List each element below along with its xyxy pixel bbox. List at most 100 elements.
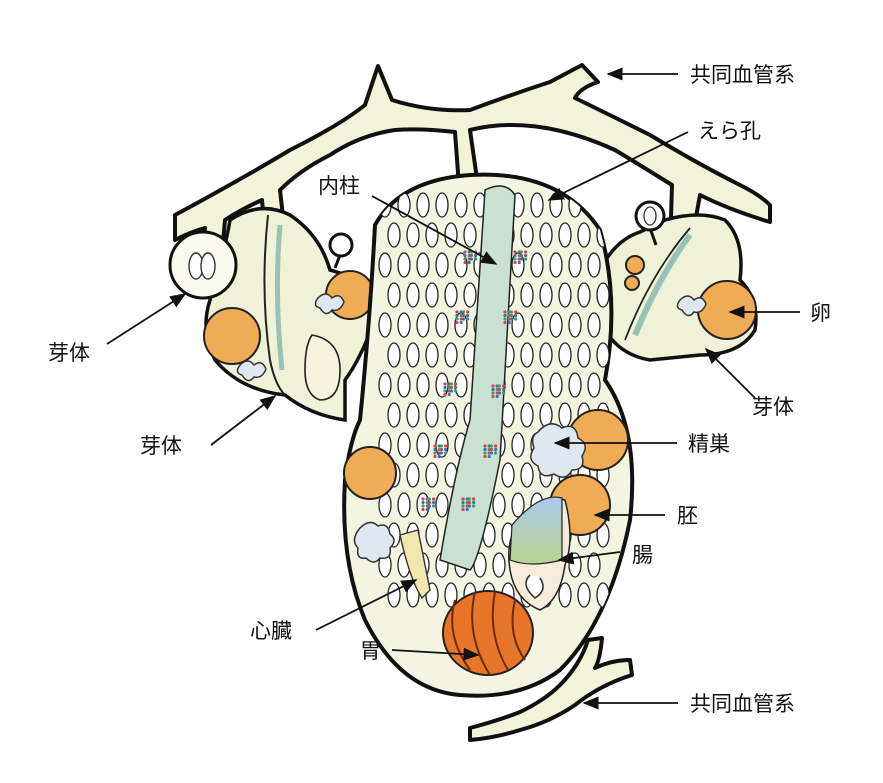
cell-dot (461, 313, 465, 318)
cell-dot (489, 447, 493, 452)
cell-dot (509, 317, 513, 321)
gill-slit (406, 282, 420, 308)
cell-dot (487, 447, 491, 452)
bud-left (203, 206, 377, 423)
gill-slit (425, 222, 439, 248)
cell-dot (465, 507, 469, 512)
cell-dot (425, 504, 429, 508)
gill-slit (587, 372, 601, 398)
gill-slit (577, 282, 591, 308)
cell-dot (483, 451, 487, 455)
label-common-vessel-top: 共同血管系 (690, 63, 795, 87)
gill-slit (406, 222, 420, 248)
gill-slit (435, 252, 449, 278)
cell-dot (502, 387, 506, 392)
cell-dot (421, 500, 425, 505)
cell-dot (461, 497, 465, 501)
cell-dot (509, 310, 513, 314)
gill-slit (577, 222, 591, 248)
gill-slit (425, 402, 439, 428)
gill-slit (587, 312, 601, 338)
gill-slit (520, 462, 534, 488)
gill-slit (387, 342, 401, 368)
cell-dot (467, 257, 471, 261)
cell-dot (514, 313, 518, 318)
gill-slit (596, 342, 610, 368)
cell-dot (449, 389, 453, 393)
cell-dot (459, 317, 463, 321)
gill-slit (397, 492, 411, 518)
cell-dot (495, 384, 499, 388)
cell-dot (466, 317, 470, 321)
cell-dot (427, 497, 431, 501)
cell-dot (467, 260, 471, 265)
cell-dot (517, 257, 521, 261)
cell-dot (474, 257, 478, 261)
cell-dot (483, 444, 487, 448)
cell-dot (465, 497, 469, 501)
cell-dot (519, 257, 524, 261)
cell-dot (466, 313, 470, 318)
cell-dot (461, 317, 465, 321)
gill-slit (558, 282, 572, 308)
endostyle (439, 185, 516, 571)
stomach-shape (442, 590, 534, 676)
cell-dot (487, 454, 491, 459)
cell-dot (513, 253, 517, 258)
cell-dot (513, 250, 517, 254)
cell-dot (455, 310, 459, 314)
cell-dot (444, 444, 448, 448)
cell-dot (466, 310, 470, 314)
gill-slit (387, 582, 401, 608)
gill-slit (596, 282, 610, 308)
gill-slit (520, 402, 534, 428)
gill-slit (492, 492, 506, 518)
gill-slit (511, 372, 525, 398)
cell-dot (469, 257, 473, 261)
cell-dot (443, 392, 447, 397)
cell-dot (517, 260, 521, 265)
gill-slit (454, 192, 468, 218)
cell-dot (507, 320, 511, 325)
gill-slit (378, 312, 392, 338)
cell-dot (524, 257, 528, 261)
small-bud-left-round (168, 230, 238, 300)
gill-slit (530, 312, 544, 338)
cell-dot (437, 454, 441, 459)
gill-slit (511, 492, 525, 518)
label-stomach: 胃 (360, 639, 381, 663)
bud-right (598, 213, 758, 362)
gill-slit (435, 492, 449, 518)
cell-dot (491, 391, 495, 395)
cell-dot (461, 310, 465, 314)
cell-dot (524, 250, 528, 254)
cell-dot (444, 451, 448, 455)
cell-dot (447, 389, 451, 393)
cell-dot (489, 444, 493, 448)
gill-slit (444, 402, 458, 428)
cell-dot (465, 504, 469, 508)
gill-slit (425, 282, 439, 308)
cell-dot (433, 444, 437, 448)
gill-slit (558, 582, 572, 608)
cell-dot (469, 253, 473, 258)
cell-dot (455, 317, 459, 321)
cell-dot (494, 451, 498, 455)
label-gill-slit: えら孔 (698, 119, 761, 143)
cell-dot (461, 504, 465, 508)
gill-slit (549, 252, 563, 278)
label-bud-left-upper: 芽体 (48, 341, 90, 365)
cell-dot (467, 497, 471, 501)
cell-dot (507, 313, 511, 318)
cell-dot (495, 394, 499, 399)
zooid-body (342, 172, 635, 698)
gill-slit (511, 432, 525, 458)
annotations: 共同血管系 えら孔 内柱 芽体 芽体 卵 芽体 精巣 胚 腸 心臓 胃 共同血管… (48, 63, 831, 716)
cell-dot (503, 310, 507, 314)
common-vascular-system-top (173, 63, 772, 277)
cell-dot (494, 447, 498, 452)
gill-slit (416, 252, 430, 278)
gill-slit (520, 342, 534, 368)
cell-dot (491, 384, 495, 388)
gill-slit (501, 462, 515, 488)
